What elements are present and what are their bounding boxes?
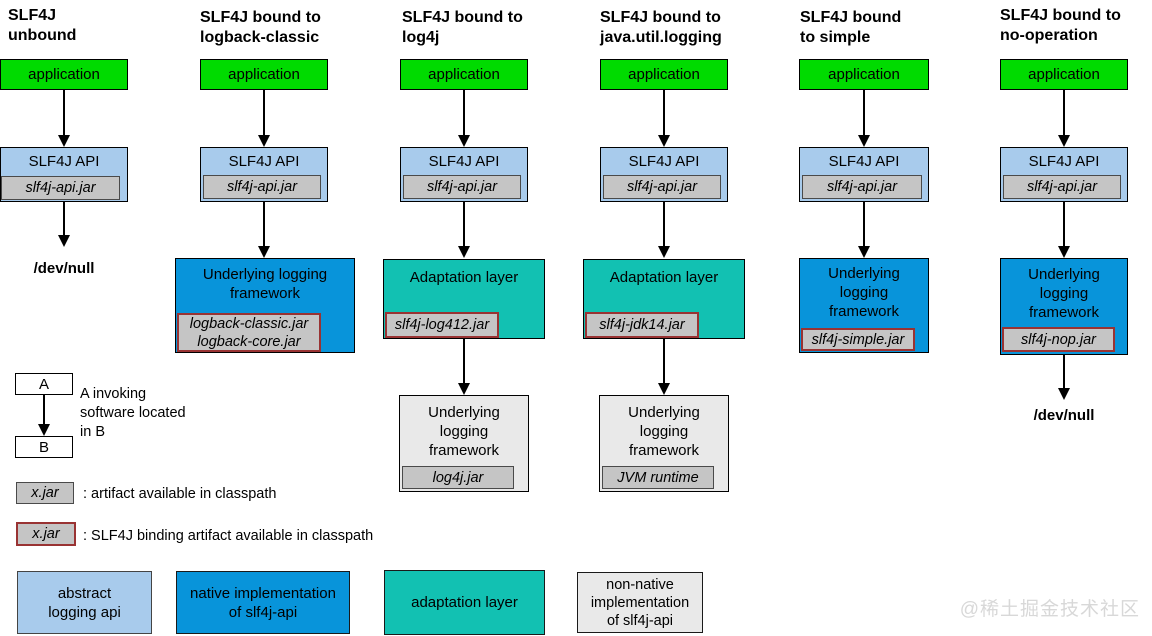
slf4j-api-box: SLF4J API slf4j-api.jar: [799, 147, 929, 202]
key-native-implementation: native implementation of slf4j-api: [176, 571, 350, 634]
slf4j-jdk14-jar-box: slf4j-jdk14.jar: [585, 312, 699, 338]
slf4j-api-box: SLF4J API slf4j-api.jar: [600, 147, 728, 202]
slf4j-api-label: SLF4J API: [228, 153, 300, 170]
arrow-down-icon: [658, 202, 670, 258]
column-title-unbound: SLF4J unbound: [8, 7, 77, 44]
arrow-down-icon: [258, 90, 270, 147]
legend-artifact-jar-box: x.jar: [16, 482, 74, 504]
legend-box-b: B: [15, 436, 73, 458]
slf4j-api-label: SLF4J API: [28, 153, 100, 170]
slf4j-simple-jar-box: slf4j-simple.jar: [801, 328, 915, 351]
application-box: application: [0, 59, 128, 90]
slf4j-api-label: SLF4J API: [828, 153, 900, 170]
underlying-framework-box: Underlying logging framework JVM runtime: [599, 395, 729, 492]
column-title-simple: SLF4J bound to simple: [800, 9, 902, 46]
underlying-framework-box: Underlying logging framework slf4j-nop.j…: [1000, 258, 1128, 355]
arrow-down-icon: [1058, 355, 1070, 400]
slf4j-api-jar-box: slf4j-api.jar: [203, 175, 321, 199]
column-title-nop: SLF4J bound to no-operation: [1000, 7, 1121, 44]
slf4j-api-jar-box: slf4j-api.jar: [403, 175, 521, 199]
arrow-down-icon: [458, 202, 470, 258]
adaptation-layer-label: Adaptation layer: [409, 269, 519, 286]
underlying-framework-label: Underlying logging framework: [428, 404, 500, 459]
arrow-down-icon: [38, 395, 50, 436]
arrow-down-icon: [658, 90, 670, 147]
arrow-down-icon: [1058, 90, 1070, 147]
slf4j-api-jar-box: slf4j-api.jar: [603, 175, 721, 199]
underlying-framework-label: Underlying logging framework: [202, 266, 328, 302]
arrow-down-icon: [458, 339, 470, 395]
slf4j-nop-jar-box: slf4j-nop.jar: [1002, 327, 1115, 352]
column-title-logback: SLF4J bound to logback-classic: [200, 9, 321, 46]
arrow-down-icon: [1058, 202, 1070, 258]
arrow-down-icon: [58, 202, 70, 247]
arrow-down-icon: [658, 339, 670, 395]
arrow-down-icon: [258, 202, 270, 258]
arrow-down-icon: [58, 90, 70, 147]
slf4j-api-label: SLF4J API: [428, 153, 500, 170]
legend-invoking-text: A invoking software located in B: [80, 386, 186, 440]
underlying-framework-label: Underlying logging framework: [828, 265, 900, 320]
dev-null-label: /dev/null: [33, 260, 95, 277]
underlying-framework-box: Underlying logging framework logback-cla…: [175, 258, 355, 353]
slf4j-api-box: SLF4J API slf4j-api.jar: [400, 147, 528, 202]
column-title-jul: SLF4J bound to java.util.logging: [600, 9, 722, 46]
legend-artifact-desc: : artifact available in classpath: [83, 486, 277, 502]
adaptation-layer-box: Adaptation layer slf4j-jdk14.jar: [583, 259, 745, 339]
underlying-framework-box: Underlying logging framework slf4j-simpl…: [799, 258, 929, 353]
key-abstract-logging-api: abstract logging api: [17, 571, 152, 634]
jvm-runtime-box: JVM runtime: [602, 466, 714, 489]
slf4j-api-jar-box: slf4j-api.jar: [1003, 175, 1121, 199]
legend-binding-desc: : SLF4J binding artifact available in cl…: [83, 528, 374, 544]
watermark-text: @稀土掘金技术社区: [959, 599, 1140, 620]
slf4j-log412-jar-box: slf4j-log412.jar: [385, 312, 499, 338]
slf4j-api-box: SLF4J API slf4j-api.jar: [0, 147, 128, 202]
slf4j-api-label: SLF4J API: [628, 153, 700, 170]
slf4j-api-box: SLF4J API slf4j-api.jar: [200, 147, 328, 202]
slf4j-api-box: SLF4J API slf4j-api.jar: [1000, 147, 1128, 202]
legend-binding-jar-box: x.jar: [16, 522, 76, 546]
logback-jars-box: logback-classic.jar logback-core.jar: [177, 313, 321, 352]
slf4j-api-label: SLF4J API: [1028, 153, 1100, 170]
underlying-framework-box: Underlying logging framework log4j.jar: [399, 395, 529, 492]
arrow-down-icon: [858, 90, 870, 147]
arrow-down-icon: [858, 202, 870, 258]
legend-box-a: A: [15, 373, 73, 395]
adaptation-layer-label: Adaptation layer: [609, 269, 719, 286]
application-box: application: [1000, 59, 1128, 90]
application-box: application: [400, 59, 528, 90]
arrow-down-icon: [458, 90, 470, 147]
adaptation-layer-box: Adaptation layer slf4j-log412.jar: [383, 259, 545, 339]
column-title-log4j: SLF4J bound to log4j: [402, 9, 523, 46]
underlying-framework-label: Underlying logging framework: [1028, 266, 1100, 321]
underlying-framework-label: Underlying logging framework: [628, 404, 700, 459]
key-adaptation-layer: adaptation layer: [384, 570, 545, 635]
slf4j-api-jar-box: slf4j-api.jar: [1, 176, 120, 200]
dev-null-label: /dev/null: [1033, 407, 1095, 424]
application-box: application: [600, 59, 728, 90]
log4j-jar-box: log4j.jar: [402, 466, 514, 489]
application-box: application: [200, 59, 328, 90]
application-box: application: [799, 59, 929, 90]
key-non-native-implementation: non-native implementation of slf4j-api: [577, 572, 703, 633]
slf4j-api-jar-box: slf4j-api.jar: [802, 175, 922, 199]
